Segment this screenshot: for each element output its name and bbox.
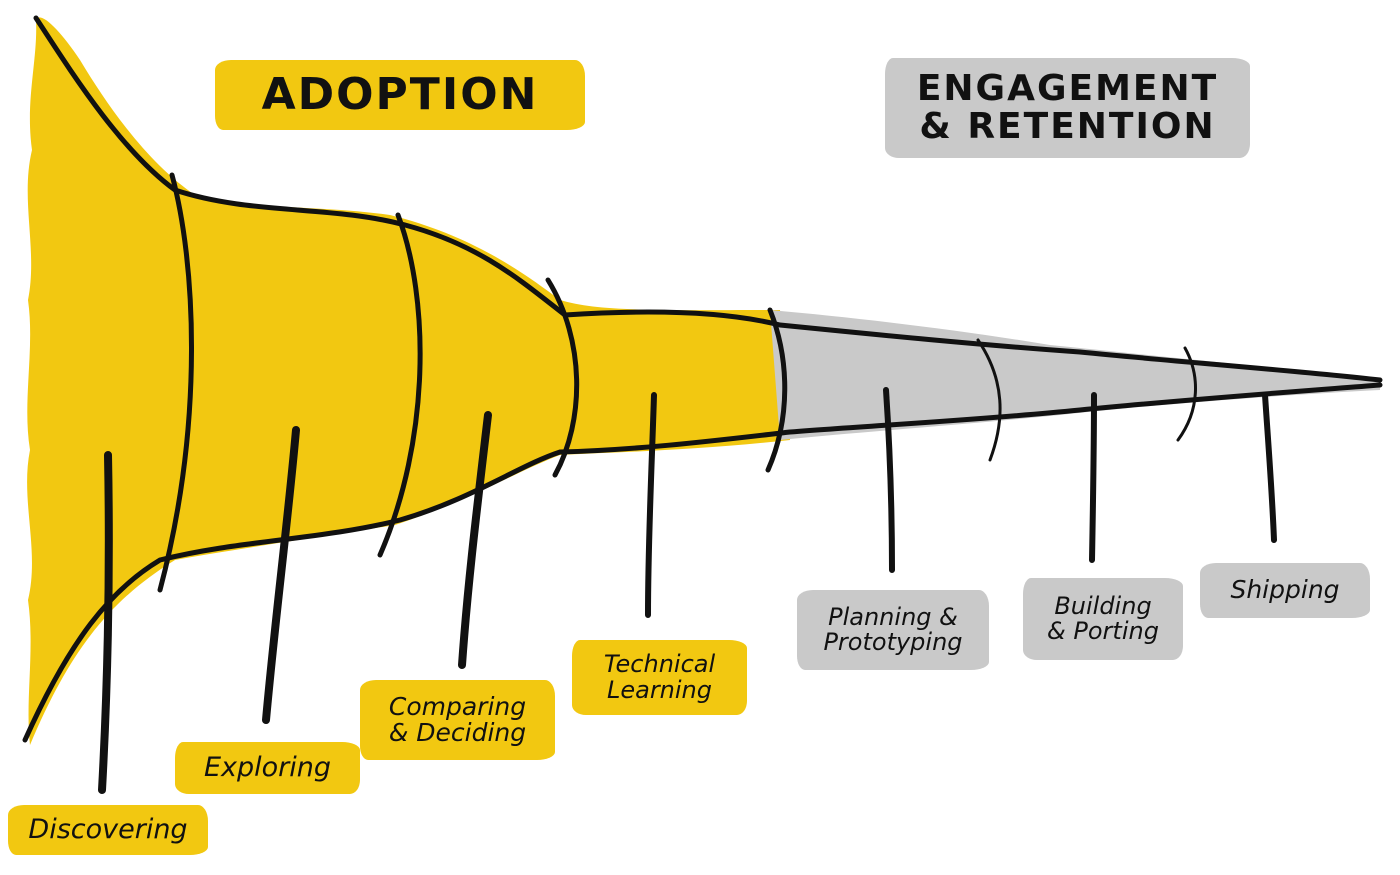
stage-discovering-text: Discovering <box>28 813 188 845</box>
pointer-comparing <box>458 411 492 669</box>
divider-5 <box>976 338 1002 462</box>
engagement-fill <box>770 310 1380 440</box>
divider-4 <box>765 307 788 473</box>
adoption-heading: ADOPTION <box>215 60 585 130</box>
stage-exploring: Exploring <box>175 742 360 794</box>
stage-technical-line1: Technical <box>603 650 716 679</box>
divider-6 <box>1176 346 1197 442</box>
stage-comparing-line2: & Deciding <box>388 718 527 747</box>
stage-shipping-text: Shipping <box>1230 575 1340 605</box>
engagement-heading-line2: & RETENTION <box>919 106 1216 147</box>
pointer-shipping <box>1262 392 1277 543</box>
adoption-heading-text: ADOPTION <box>261 68 539 120</box>
stage-shipping: Shipping <box>1200 563 1370 618</box>
engagement-heading-line1: ENGAGEMENT <box>916 68 1219 110</box>
pointer-building <box>1089 392 1097 563</box>
divider-3 <box>545 277 580 478</box>
stage-technical-learning: Technical Learning <box>572 640 747 715</box>
stage-planning-prototyping: Planning & Prototyping <box>797 590 989 670</box>
engagement-heading: ENGAGEMENT & RETENTION <box>885 58 1250 158</box>
stage-building-line2: & Porting <box>1047 617 1159 645</box>
adoption-fill <box>27 17 791 746</box>
stage-discovering: Discovering <box>8 805 208 855</box>
stage-exploring-text: Exploring <box>203 751 332 783</box>
pointer-technical <box>645 392 657 618</box>
stage-building-porting: Building & Porting <box>1023 578 1183 660</box>
divider-1 <box>157 172 194 593</box>
stage-technical-line2: Learning <box>606 675 713 704</box>
pointer-exploring <box>262 426 300 724</box>
stage-building-line1: Building <box>1054 591 1152 620</box>
pointer-discovering <box>98 451 113 794</box>
stage-comparing-deciding: Comparing & Deciding <box>360 680 555 760</box>
stage-comparing-line1: Comparing <box>388 691 527 721</box>
stage-planning-line2: Prototyping <box>823 628 963 656</box>
pointer-planning <box>883 387 895 573</box>
stage-planning-line1: Planning & <box>828 602 958 631</box>
divider-2 <box>377 212 423 558</box>
